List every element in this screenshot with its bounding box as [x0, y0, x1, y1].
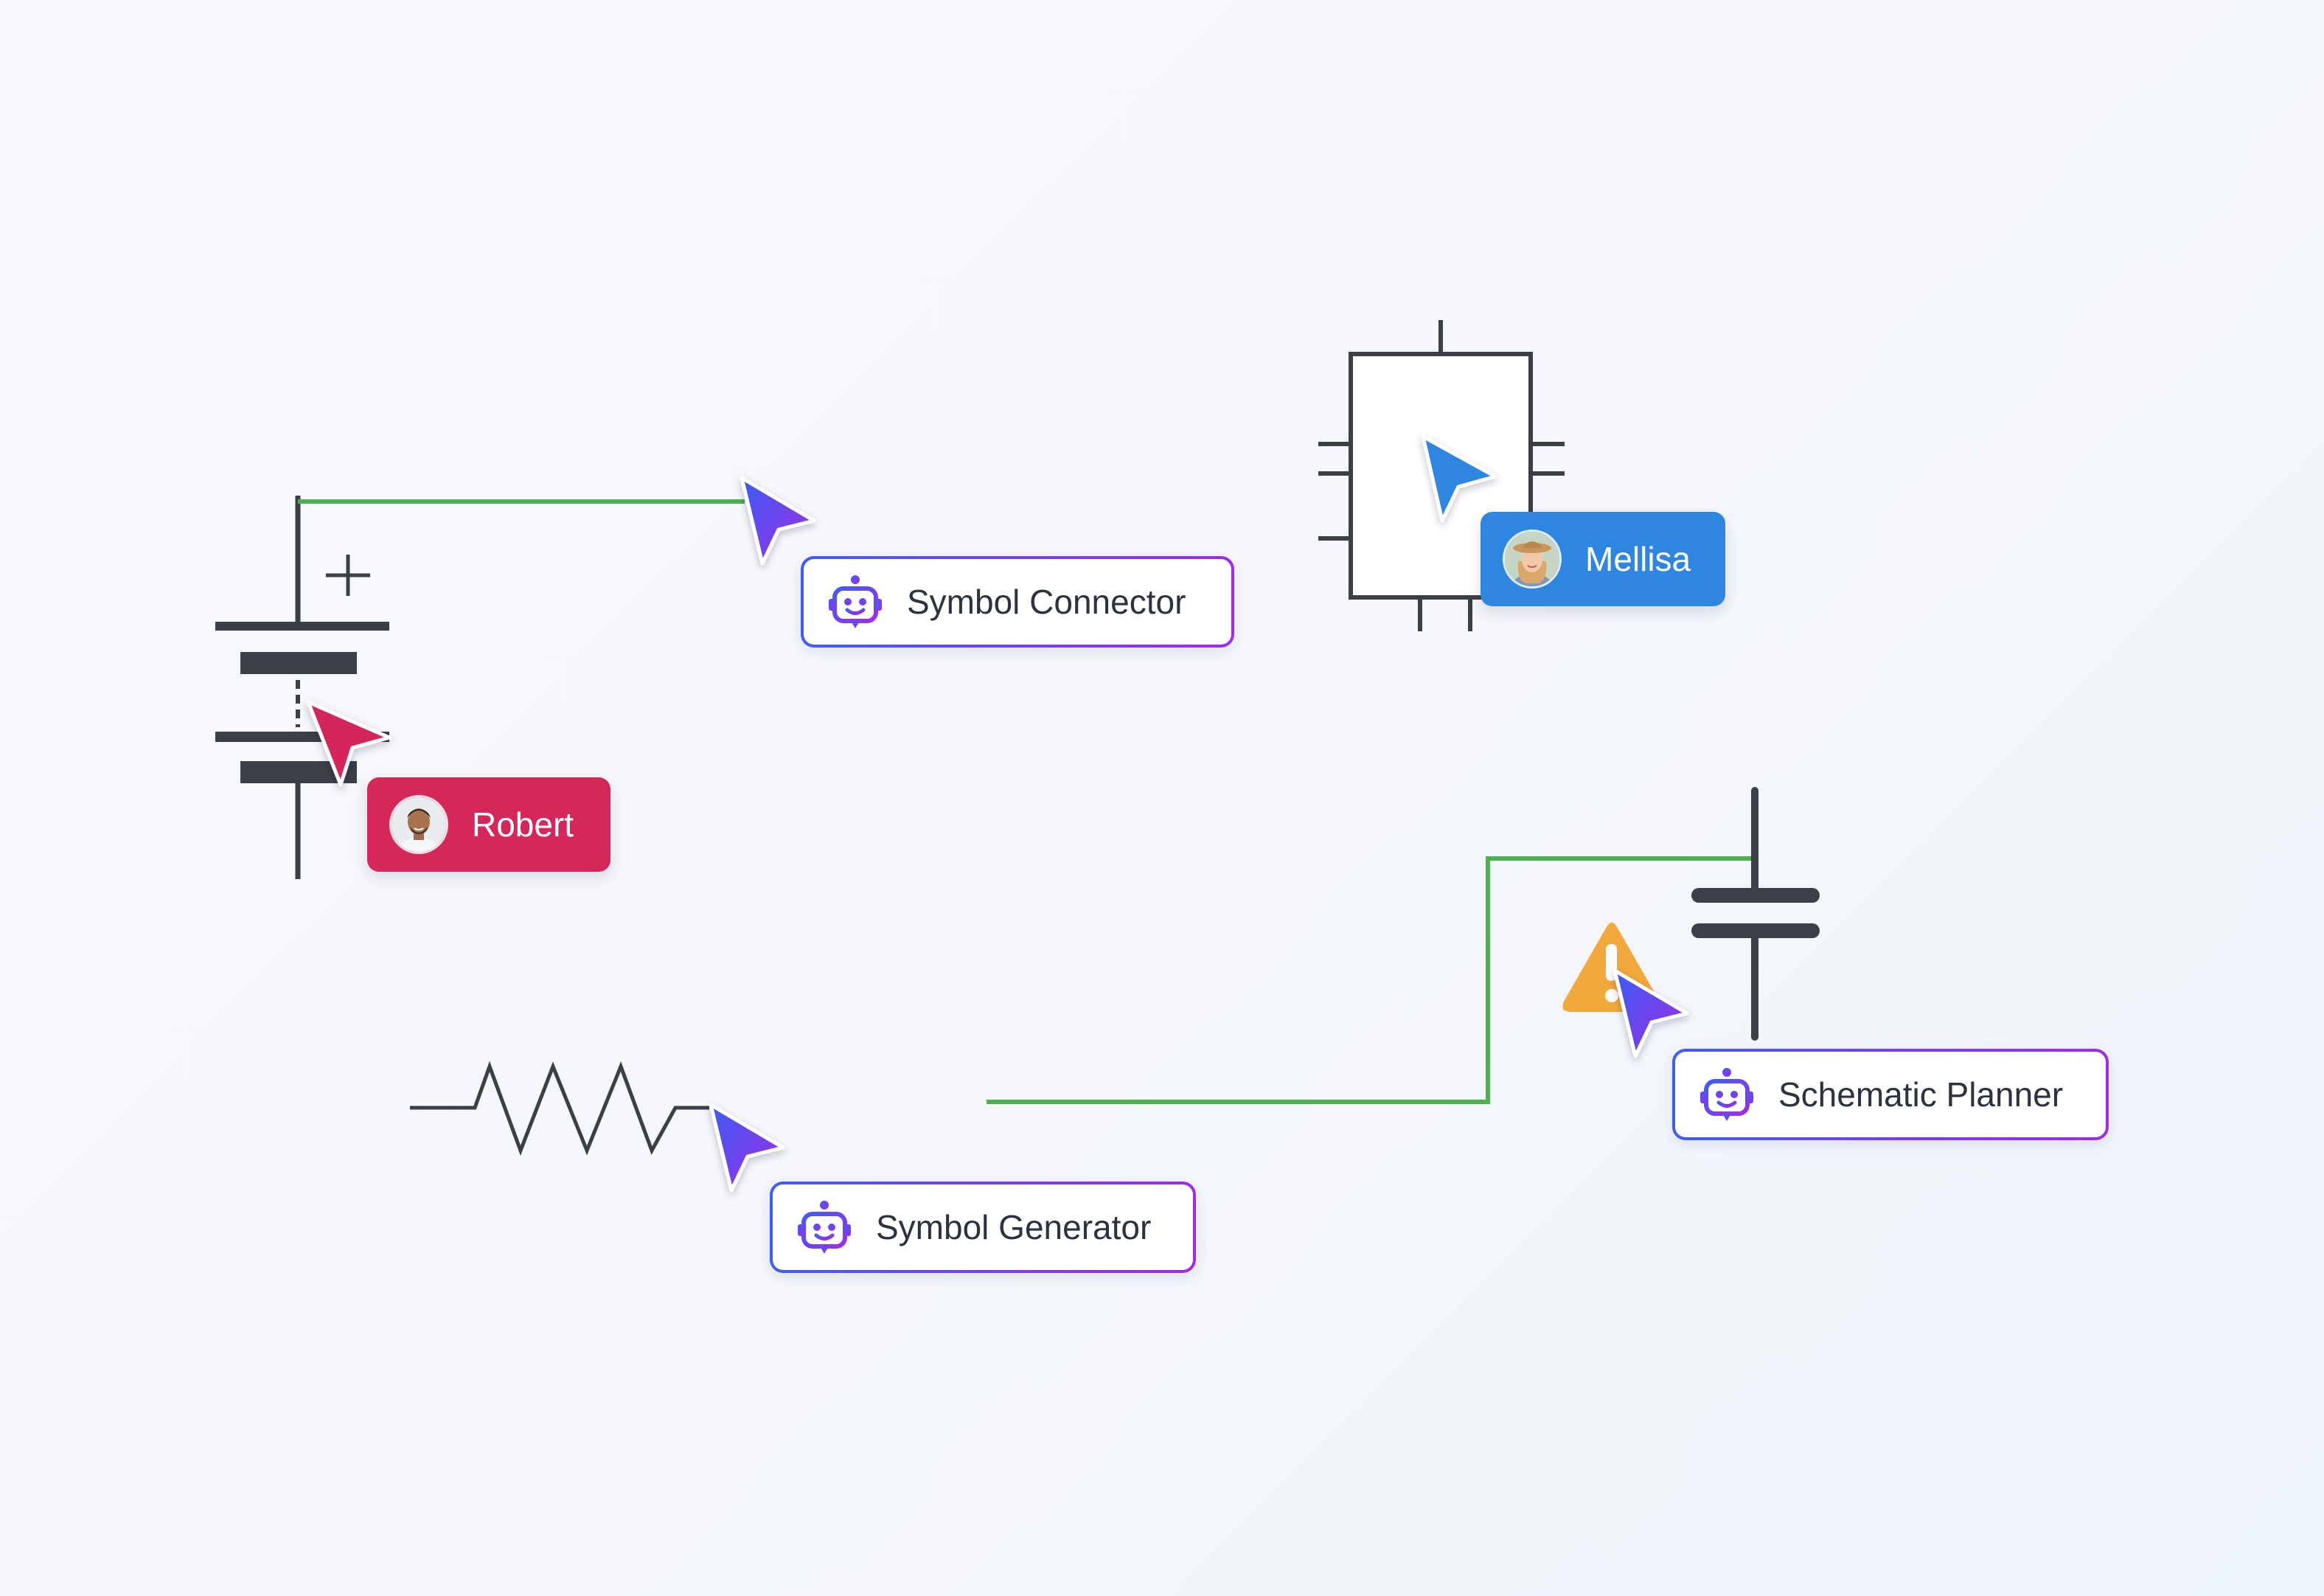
- user-tag-mellisa[interactable]: Mellisa: [1481, 512, 1725, 606]
- mellisa-cursor-icon: [1421, 434, 1497, 523]
- user-name: Mellisa: [1585, 540, 1691, 578]
- schematic-planner-cursor-icon: [1612, 968, 1689, 1058]
- wire-resistor-capacitor[interactable]: [987, 856, 1755, 1104]
- robot-icon: [1700, 1068, 1753, 1121]
- agent-label: Symbol Connector: [907, 583, 1186, 621]
- symbol-connector-cursor-icon: [740, 476, 816, 566]
- agent-label: Schematic Planner: [1778, 1075, 2064, 1114]
- agent-tag-symbol-generator[interactable]: Symbol Generator: [770, 1182, 1196, 1273]
- agent-tag-symbol-connector[interactable]: Symbol Connector: [801, 556, 1234, 648]
- user-tag-robert[interactable]: Robert: [367, 777, 610, 872]
- robert-cursor-icon: [306, 700, 392, 787]
- robot-icon: [798, 1201, 851, 1254]
- agent-label: Symbol Generator: [876, 1208, 1152, 1246]
- robot-icon: [829, 575, 882, 628]
- agent-tag-schematic-planner[interactable]: Schematic Planner: [1672, 1049, 2109, 1140]
- robert-avatar: [389, 795, 448, 854]
- mellisa-avatar: [1503, 530, 1562, 589]
- user-name: Robert: [472, 805, 574, 844]
- symbol-generator-cursor-icon: [709, 1103, 785, 1193]
- resistor-symbol[interactable]: [410, 1061, 709, 1156]
- battery-symbol[interactable]: [215, 496, 389, 879]
- capacitor-symbol[interactable]: [1691, 787, 1820, 1041]
